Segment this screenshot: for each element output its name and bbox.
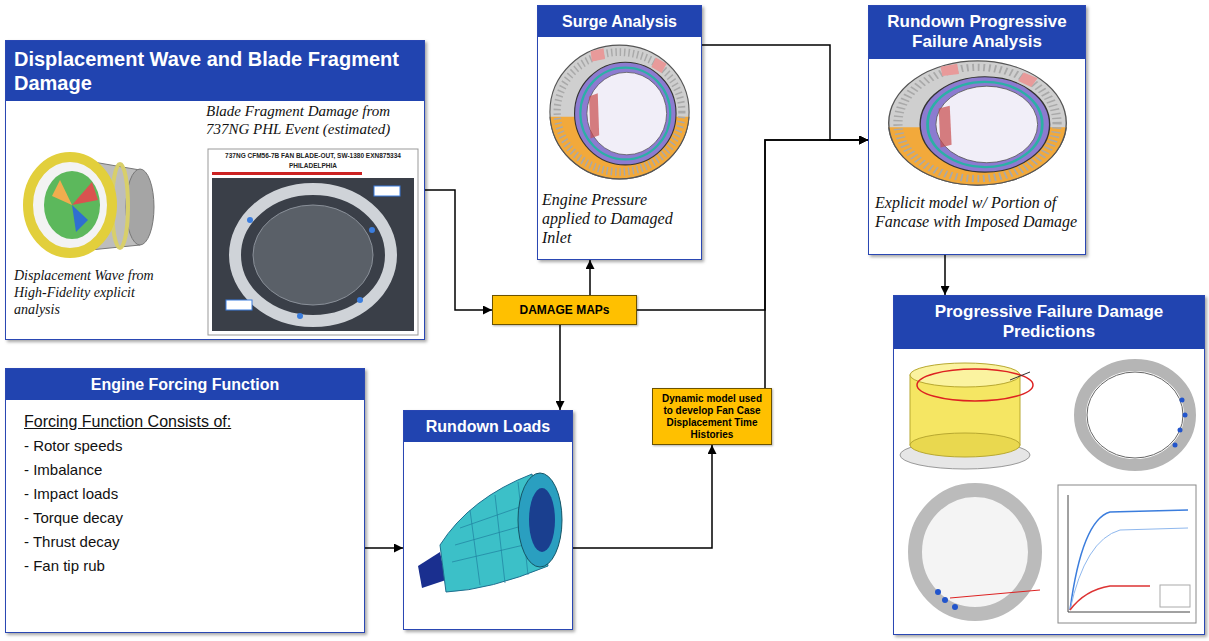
damage-photo xyxy=(369,227,375,233)
flow-arrow xyxy=(944,255,946,295)
tag-text: DAMAGE MAPs xyxy=(519,303,609,317)
displacement-wave-model xyxy=(72,182,98,205)
flow-arrow xyxy=(365,547,403,549)
analysis-panel: Rundown Progressive Failure AnalysisExpl… xyxy=(868,5,1086,255)
list-item: - Impact loads xyxy=(24,485,344,503)
damage-photo xyxy=(374,186,400,196)
engine-model xyxy=(418,473,562,592)
panel-header: Progressive Failure Damage Predictions xyxy=(894,296,1204,349)
result-chart xyxy=(1058,485,1196,623)
cylinder-model xyxy=(1010,372,1030,380)
panel-title: Displacement Wave and Blade Fragment Dam… xyxy=(14,47,416,95)
panel-header: Rundown Loads xyxy=(404,411,572,442)
surge-fancase-model xyxy=(550,45,689,179)
panel-text: Forcing Function Consists of: xyxy=(24,412,344,431)
result-chart xyxy=(1058,485,1196,623)
damaged-ring-model xyxy=(1080,365,1190,465)
panel-header: Displacement Wave and Blade Fragment Dam… xyxy=(6,41,424,101)
list-item: - Torque decay xyxy=(24,509,344,527)
displacement-wave-model xyxy=(52,180,72,205)
damage-photo xyxy=(226,300,252,310)
damaged-ring-model xyxy=(1178,428,1183,433)
list-item: - Imbalance xyxy=(24,461,344,479)
panel-title: Surge Analysis xyxy=(546,12,693,31)
damage-photo xyxy=(297,313,303,319)
displacement-wave-model xyxy=(72,205,88,232)
panel-text: Displacement Wave from High-Fidelity exp… xyxy=(14,268,166,318)
panel-title: Rundown Loads xyxy=(412,417,564,436)
cylinder-model xyxy=(900,363,1033,469)
damage-photo xyxy=(253,205,373,305)
panel-text: Blade Fragment Damage from 737NG PHL Eve… xyxy=(206,102,418,138)
flow-arrow xyxy=(425,190,492,310)
damaged-ring-model xyxy=(942,597,948,603)
cylinder-model xyxy=(917,369,1033,401)
damaged-ring-model xyxy=(1173,443,1178,448)
panel-header: Rundown Progressive Failure Analysis xyxy=(869,6,1085,59)
list-item: - Rotor speeds xyxy=(24,437,344,455)
damage-photo xyxy=(247,217,253,223)
input-panel: Engine Forcing FunctionForcing Function … xyxy=(5,368,365,633)
cylinder-model xyxy=(910,433,1020,457)
flow-arrow xyxy=(637,140,868,310)
damage-photo xyxy=(235,189,391,321)
damaged-ring-model xyxy=(950,590,1040,598)
panel-header: Surge Analysis xyxy=(538,6,701,37)
flow-arrow xyxy=(559,325,561,410)
panel-title: Engine Forcing Function xyxy=(14,375,356,394)
rundown-fancase-model xyxy=(889,61,1067,185)
damaged-ring-model xyxy=(935,589,941,595)
damaged-ring-model xyxy=(915,490,1040,614)
panel-text: Explicit model w/ Portion of Fancase wit… xyxy=(875,193,1079,231)
process-tag: DAMAGE MAPs xyxy=(492,295,637,325)
flow-arrow xyxy=(573,445,712,548)
damage-photo xyxy=(208,149,418,335)
displacement-wave-model xyxy=(44,171,100,239)
damaged-ring-model xyxy=(1180,398,1185,403)
input-panel: Displacement Wave and Blade Fragment Dam… xyxy=(5,40,425,340)
cylinder-model xyxy=(910,363,1020,387)
analysis-panel: Rundown Loads xyxy=(403,410,573,630)
list-item: - Fan tip rub xyxy=(24,557,344,575)
displacement-wave-model xyxy=(28,157,154,253)
damaged-ring-model xyxy=(1087,372,1183,458)
damaged-ring-model xyxy=(1183,413,1188,418)
panel-header: Engine Forcing Function xyxy=(6,369,364,400)
result-chart xyxy=(1160,585,1190,607)
list-item: - Thrust decay xyxy=(24,533,344,551)
damage-photo xyxy=(208,149,418,335)
flow-arrow xyxy=(702,45,868,140)
photo-caption: PHILADELPHIA xyxy=(210,162,416,169)
displacement-wave-model xyxy=(28,157,112,253)
engine-model xyxy=(529,488,555,552)
damage-photo xyxy=(357,297,363,303)
analysis-panel: Surge AnalysisEngine Pressure applied to… xyxy=(537,5,702,260)
flow-arrow xyxy=(765,140,868,388)
result-panel: Progressive Failure Damage Predictions xyxy=(893,295,1205,635)
flow-arrow xyxy=(589,260,591,295)
photo-caption: 737NG CFM56-7B FAN BLADE-OUT, SW-1380 EX… xyxy=(210,152,416,159)
panel-title: Rundown Progressive Failure Analysis xyxy=(877,12,1077,53)
result-chart xyxy=(1068,495,1190,612)
damage-photo xyxy=(212,172,362,175)
result-chart xyxy=(1070,586,1150,610)
panel-title: Progressive Failure Damage Predictions xyxy=(902,302,1196,343)
damaged-ring-model xyxy=(1080,365,1190,465)
damaged-ring-model xyxy=(952,604,958,610)
damage-photo xyxy=(212,178,414,331)
panel-text: Engine Pressure applied to Damaged Inlet xyxy=(542,190,696,248)
engine-model xyxy=(518,473,562,567)
tag-text: Dynamic model used to develop Fan Case D… xyxy=(657,393,767,441)
process-tag: Dynamic model used to develop Fan Case D… xyxy=(652,388,772,445)
displacement-wave-model xyxy=(126,169,154,245)
